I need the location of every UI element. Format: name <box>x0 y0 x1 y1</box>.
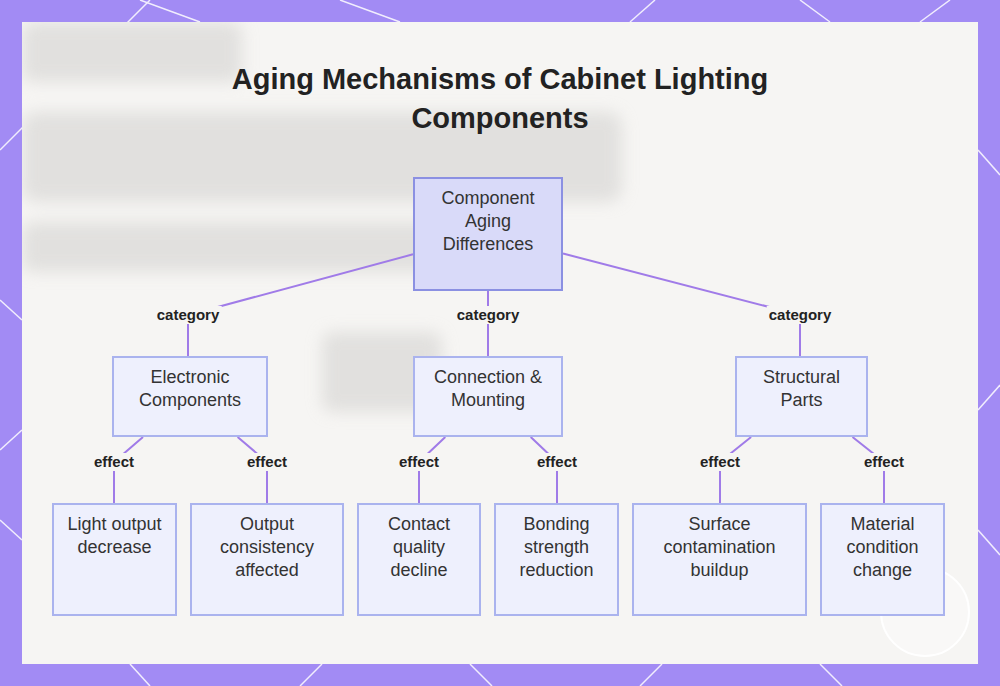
edge-label: effect <box>245 453 289 471</box>
effect-box: Output consistency affected <box>190 503 344 616</box>
effect-box: Surface contamination buildup <box>632 503 807 616</box>
node-text: Structural Parts <box>747 366 856 412</box>
edge-label: effect <box>92 453 136 471</box>
edge-label: effect <box>397 453 441 471</box>
node-text: Material condition change <box>832 513 933 582</box>
edge-label: category <box>155 306 222 324</box>
effect-box: Contact quality decline <box>357 503 481 616</box>
edge-label: effect <box>698 453 742 471</box>
node-text: Surface contamination buildup <box>644 513 795 582</box>
connector-line <box>188 254 413 356</box>
node-text: Connection & Mounting <box>425 366 551 412</box>
edge-label: effect <box>862 453 906 471</box>
node-text: Electronic Components <box>124 366 256 412</box>
root-box: Component Aging Differences <box>413 177 563 291</box>
edge-label: category <box>767 306 834 324</box>
node-text: Contact quality decline <box>369 513 469 582</box>
connector-line <box>563 254 800 357</box>
diagram-title: Aging Mechanisms of Cabinet Lighting Com… <box>150 60 850 138</box>
effect-box: Light output decrease <box>52 503 177 616</box>
node-text: Bonding strength reduction <box>506 513 607 582</box>
node-text: Output consistency affected <box>202 513 332 582</box>
node-text: Component Aging Differences <box>425 187 551 256</box>
node-text: Light output decrease <box>64 513 165 559</box>
effect-box: Bonding strength reduction <box>494 503 619 616</box>
category-box: Connection & Mounting <box>413 356 563 437</box>
category-box: Electronic Components <box>112 356 268 437</box>
edge-label: effect <box>535 453 579 471</box>
category-box: Structural Parts <box>735 356 868 437</box>
edge-label: category <box>455 306 522 324</box>
effect-box: Material condition change <box>820 503 945 616</box>
